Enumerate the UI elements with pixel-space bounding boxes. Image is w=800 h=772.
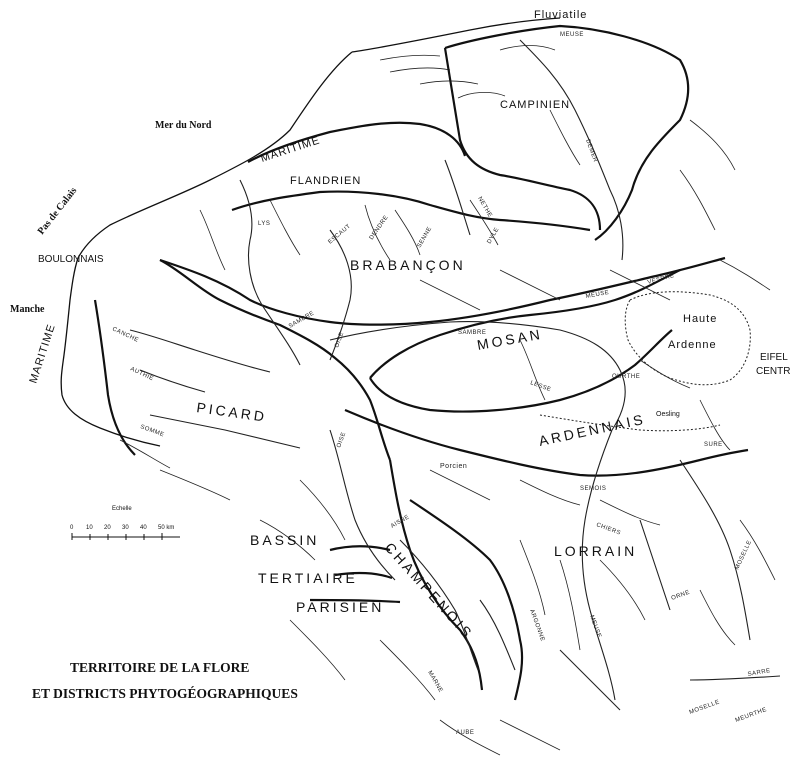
district-label-maritime-north: MARITIME	[259, 134, 321, 165]
river-label-meuse-north: MEUSE	[560, 32, 584, 38]
river-label-meurthe: MEURTHE	[735, 707, 768, 724]
district-label-flandrien: FLANDRIEN	[290, 175, 361, 187]
district-label-tertiaire: TERTIAIRE	[258, 570, 358, 586]
river-label-demer: DEMER	[584, 139, 598, 164]
district-label-haute: Haute	[683, 313, 717, 325]
river-label-semois: SEMOIS	[580, 486, 606, 492]
river-label-somme: SOMME	[139, 424, 165, 438]
river-label-escaut: ESCAUT	[327, 223, 352, 245]
district-border-champenois-east	[409, 499, 524, 701]
district-label-centr: CENTR	[756, 366, 790, 377]
scale-label: Echelle	[112, 506, 132, 512]
district-label-oesling: Oesling	[656, 411, 680, 418]
district-label-campinien: CAMPINIEN	[500, 99, 570, 111]
river-network	[119, 39, 781, 756]
district-border-maritime-north	[247, 121, 467, 163]
district-label-boulonnais: BOULONNAIS	[38, 254, 104, 265]
scale-tick-20: 20	[104, 525, 111, 531]
river-label-moselle-south: MOSELLE	[689, 699, 721, 716]
scale-tick-50: 50 km	[158, 525, 174, 531]
river-label-chiers: CHIERS	[595, 522, 621, 536]
district-label-brabancon: BRABANÇON	[350, 257, 466, 273]
district-label-ardennais: ARDENNAIS	[537, 411, 647, 449]
scale-bar: Echelle 0 10 20 30 40 50 km	[70, 506, 180, 540]
scale-tick-40: 40	[140, 525, 147, 531]
district-label-champenois: CHAMPENOIS	[382, 539, 477, 642]
river-label-meuse-south: MEUSE	[588, 615, 602, 639]
map-title-line1: TERRITOIRE DE LA FLORE	[70, 660, 249, 675]
district-border-flandrien	[231, 190, 591, 232]
river-label-lys: LYS	[258, 221, 270, 227]
river-label-oise-north: OISE	[334, 331, 345, 348]
river-label-sambre-east: SAMBRE	[458, 330, 486, 336]
district-border-campinien	[443, 47, 602, 231]
river-label-aube: AUBE	[456, 730, 474, 736]
district-border-champenois	[388, 459, 484, 691]
coastline	[60, 17, 561, 447]
district-label-bassin: BASSIN	[250, 532, 319, 548]
river-label-marne: MARNE	[426, 670, 443, 694]
scale-tick-30: 30	[122, 525, 129, 531]
map-title-line2: ET DISTRICTS PHYTOGÉOGRAPHIQUES	[32, 686, 298, 701]
sea-label-manche: Manche	[10, 304, 45, 315]
river-label-canche: CANCHE	[111, 326, 139, 343]
coastal-islands	[379, 45, 556, 99]
river-label-moselle-east: MOSELLE	[734, 539, 753, 570]
river-label-meuse-mid: MEUSE	[585, 290, 610, 300]
river-label-sarre: SARRE	[747, 668, 771, 678]
sea-label-pas-de-calais: Pas de Calais	[36, 185, 80, 237]
river-label-senne: SENNE	[417, 226, 434, 249]
district-border-brabancon-south	[159, 256, 726, 326]
river-label-sure: SURE	[704, 442, 723, 448]
river-label-porcien: Porcien	[440, 463, 467, 470]
river-label-authie: AUTHIE	[129, 366, 154, 382]
oesling-boundary	[539, 414, 721, 432]
district-label-maritime-west: MARITIME	[27, 322, 58, 384]
district-label-eifel: EIFEL	[760, 352, 788, 363]
district-label-parisien: PARISIEN	[296, 599, 384, 615]
river-label-dendre: DENDRE	[369, 214, 390, 241]
river-label-ourthe: OURTHE	[612, 374, 640, 380]
district-border-bassin	[309, 545, 401, 604]
district-border-west-maritime	[93, 299, 136, 456]
haute-ardenne-boundary	[624, 291, 751, 386]
district-border-mosan	[369, 269, 681, 379]
district-label-ardenne: Ardenne	[668, 339, 717, 351]
river-label-oise-south: OISE	[336, 431, 347, 448]
scale-tick-0: 0	[70, 525, 74, 531]
river-label-nethe: NETHE	[476, 196, 493, 219]
district-border-fluviatile	[444, 24, 690, 241]
district-border-lorrain-north	[344, 408, 749, 477]
sea-label-mer-du-nord: Mer du Nord	[155, 120, 212, 131]
district-label-lorrain: LORRAIN	[554, 543, 637, 559]
district-label-fluviatile: Fluviatile	[534, 9, 587, 21]
district-label-picard: PICARD	[196, 399, 268, 425]
river-label-orne: ORNE	[671, 590, 691, 602]
river-label-argonne: ARGONNE	[528, 609, 545, 643]
scale-tick-10: 10	[86, 525, 93, 531]
district-border-picard	[159, 259, 392, 461]
